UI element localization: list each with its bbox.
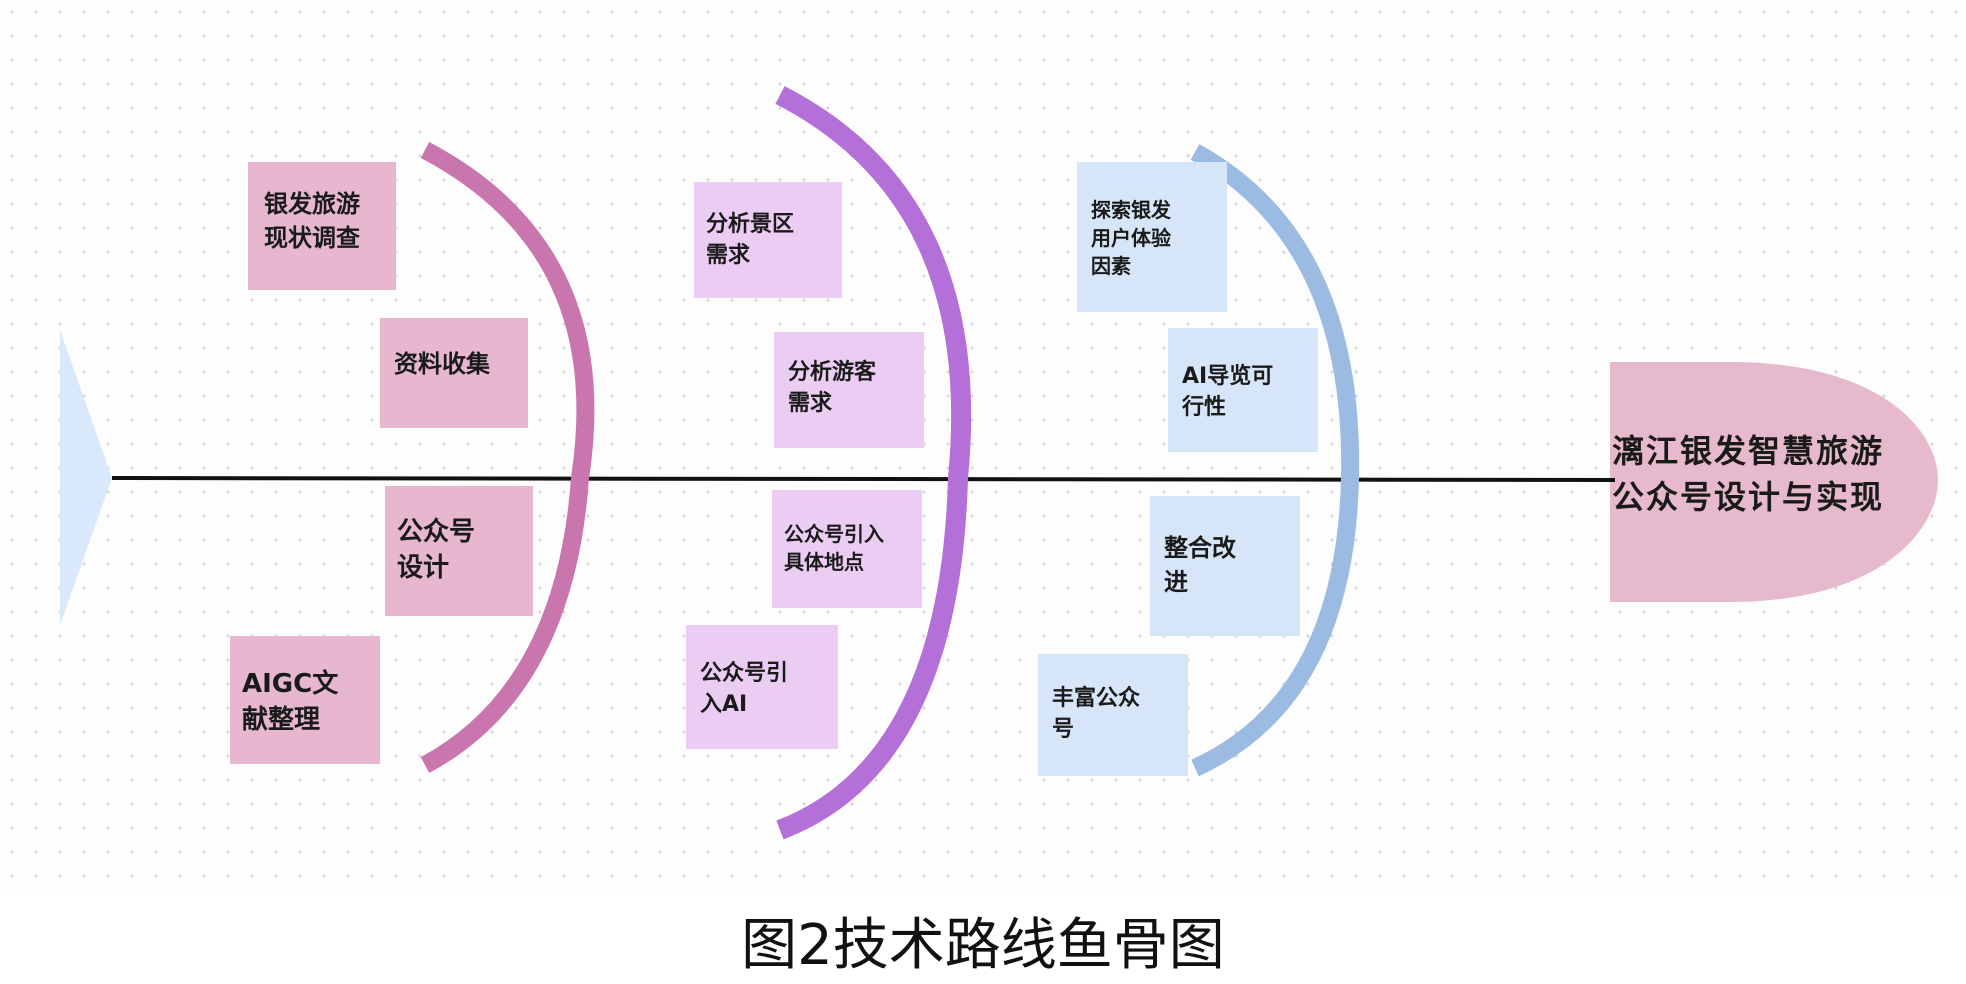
box-line: 因素	[1091, 254, 1131, 278]
head-label-line: 公众号设计与实现	[1612, 478, 1885, 517]
box-line: 银发旅游	[264, 190, 360, 218]
box-line: 分析景区	[706, 212, 795, 237]
cause-box-scenic-needs: 分析景区 需求	[694, 182, 842, 298]
fishbone-shapes	[60, 86, 1938, 840]
box-line: 需求	[788, 390, 833, 416]
rib-arc-1	[420, 142, 595, 773]
box-line: 行性	[1182, 394, 1227, 420]
cause-box-data-collection: 资料收集	[380, 318, 528, 428]
cause-box-introduce-locations: 公众号引入 具体地点	[772, 490, 922, 608]
fish-head	[1610, 362, 1938, 602]
box-line: 现状调查	[264, 223, 360, 252]
cause-box-enrich-account: 丰富公众 号	[1038, 654, 1188, 776]
box-line: 设计	[397, 553, 450, 584]
box-line: 具体地点	[784, 550, 864, 574]
box-line: 整合改	[1164, 534, 1236, 562]
box-line: 公众号	[397, 517, 476, 547]
cause-box-tourist-needs: 分析游客 需求	[774, 332, 924, 448]
cause-box-account-design: 公众号 设计	[385, 486, 533, 616]
cause-box-user-experience: 探索银发 用户体验 因素	[1077, 162, 1227, 312]
cause-box-ai-guide-feasibility: AI导览可 行性	[1168, 328, 1318, 452]
box-line: 进	[1164, 567, 1188, 596]
box-line: AIGC文	[242, 669, 339, 699]
box-line: 资料收集	[394, 350, 490, 378]
box-line: 公众号引入	[784, 522, 884, 546]
fish-tail	[60, 330, 112, 625]
box-line: 探索银发	[1091, 198, 1171, 222]
box-line: AI导览可	[1182, 364, 1274, 389]
cause-box-introduce-ai: 公众号引 入AI	[686, 625, 838, 749]
box-line: 丰富公众	[1052, 686, 1141, 711]
cause-box-silver-tourism-survey: 银发旅游 现状调查	[248, 162, 396, 290]
box-line: 入AI	[700, 691, 748, 717]
box-line: 公众号引	[700, 661, 789, 686]
rib-arc-3	[1190, 144, 1360, 777]
cause-box-aigc-literature: AIGC文 献整理	[230, 636, 380, 764]
box-line: 分析游客	[788, 360, 877, 385]
cause-box-integrate-improve: 整合改 进	[1150, 496, 1300, 636]
head-label-line: 漓江银发智慧旅游	[1612, 432, 1885, 470]
fish-head-label: 漓江银发智慧旅游 公众号设计与实现	[1612, 428, 1942, 521]
box-line: 献整理	[242, 705, 321, 736]
figure-caption: 图2技术路线鱼骨图	[741, 913, 1225, 978]
rib-arc-2	[775, 86, 972, 840]
box-line: 号	[1052, 716, 1075, 742]
fish-spine	[111, 476, 1616, 482]
box-line: 用户体验	[1091, 226, 1171, 250]
box-line: 需求	[706, 242, 751, 268]
